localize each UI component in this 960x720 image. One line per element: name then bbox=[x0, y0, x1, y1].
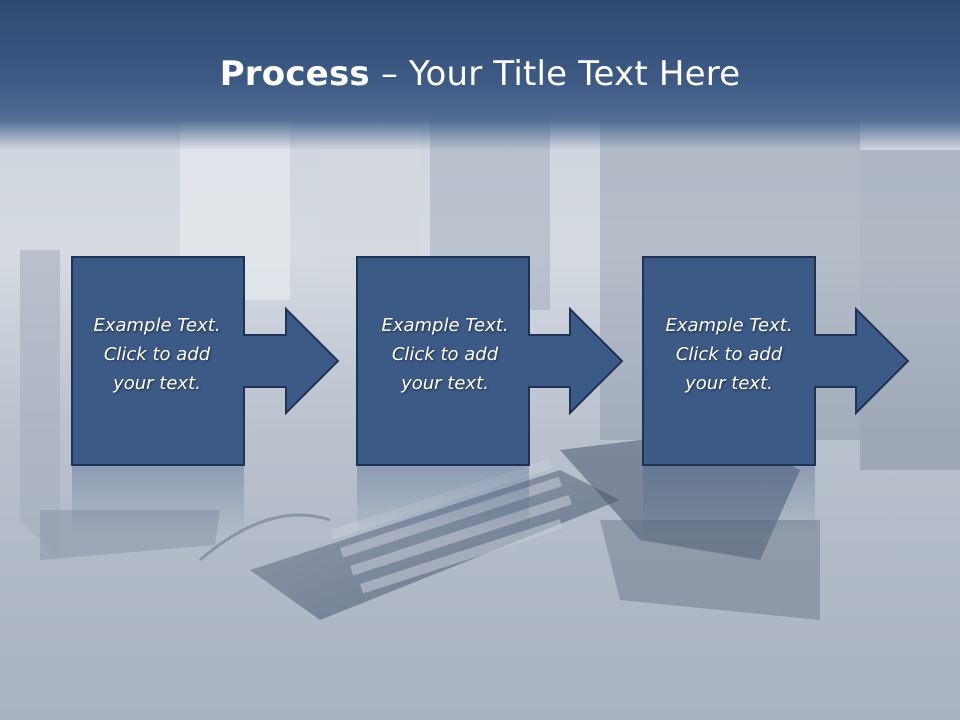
step-1-reflection bbox=[72, 466, 244, 536]
step-2-line-2: Click to add bbox=[391, 344, 499, 365]
step-2-text[interactable]: Example Text. Click to add your text. bbox=[360, 311, 530, 398]
step-1-text[interactable]: Example Text. Click to add your text. bbox=[72, 311, 242, 398]
step-3-line-2: Click to add bbox=[675, 344, 783, 365]
title-rest: – Your Title Text Here bbox=[369, 54, 741, 94]
step-2-reflection bbox=[357, 466, 529, 536]
title-bold: Process bbox=[219, 54, 370, 94]
step-2-line-3: your text. bbox=[401, 373, 489, 394]
step-1-line-1: Example Text. bbox=[93, 315, 221, 336]
step-3-reflection bbox=[643, 466, 815, 536]
step-2-line-1: Example Text. bbox=[381, 315, 509, 336]
title-bar bbox=[0, 0, 960, 150]
step-1-line-2: Click to add bbox=[103, 344, 211, 365]
slide-title[interactable]: Process – Your Title Text Here bbox=[0, 54, 960, 94]
step-1-line-3: your text. bbox=[113, 373, 201, 394]
step-2-arrow[interactable] bbox=[356, 256, 624, 466]
step-3-line-3: your text. bbox=[685, 373, 773, 394]
step-3-line-1: Example Text. bbox=[665, 315, 793, 336]
step-3-text[interactable]: Example Text. Click to add your text. bbox=[644, 311, 814, 398]
step-3-arrow[interactable] bbox=[642, 256, 910, 466]
step-1-arrow[interactable] bbox=[71, 256, 340, 466]
